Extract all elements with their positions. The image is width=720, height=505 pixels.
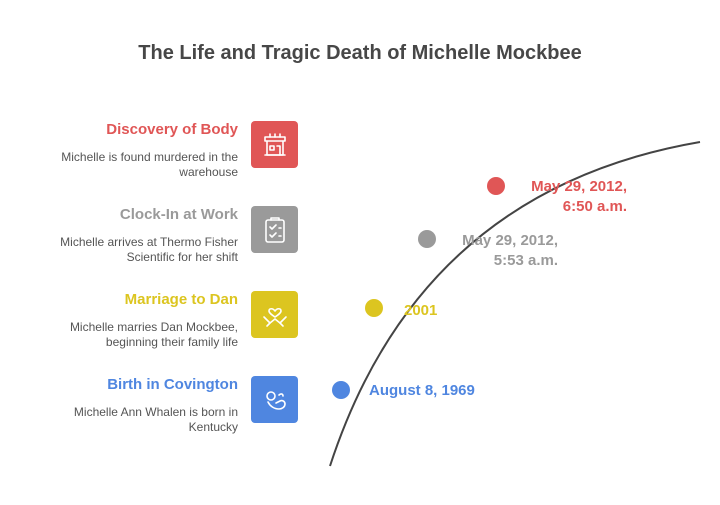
- event-description-marriage: Michelle marries Dan Mockbee, beginning …: [69, 320, 238, 349]
- event-description-discovery: Michelle is found murdered in the wareho…: [61, 150, 238, 179]
- event-title-birth: Birth in Covington: [107, 376, 238, 393]
- event-title-clockin: Clock-In at Work: [119, 206, 238, 223]
- building-icon: [263, 132, 286, 156]
- event-date-marriage: 2001: [404, 302, 438, 319]
- diagram-title: The Life and Tragic Death of Michelle Mo…: [138, 42, 582, 64]
- baby-icon: [265, 390, 286, 410]
- clipboard-check-icon: [264, 216, 285, 243]
- event-tile-clockin: [251, 206, 298, 253]
- event-tile-discovery: [251, 121, 298, 168]
- event-description-birth: Michelle Ann Whalen is born in Kentucky: [73, 405, 238, 434]
- event-date-clockin: May 29, 2012, 5:53 a.m.: [462, 232, 558, 269]
- event-title-marriage: Marriage to Dan: [124, 291, 238, 308]
- event-date-discovery: May 29, 2012, 6:50 a.m.: [531, 178, 627, 215]
- date-marker-birth: [332, 381, 350, 399]
- date-marker-clockin: [418, 230, 436, 248]
- event-tile-marriage: [251, 291, 298, 338]
- event-tile-birth: [251, 376, 298, 423]
- date-marker-marriage: [365, 299, 383, 317]
- event-title-discovery: Discovery of Body: [106, 121, 238, 138]
- event-date-birth: August 8, 1969: [369, 382, 475, 399]
- handshake-heart-icon: [262, 307, 287, 327]
- event-description-clockin: Michelle arrives at Thermo Fisher Scient…: [60, 235, 238, 264]
- date-marker-discovery: [487, 177, 505, 195]
